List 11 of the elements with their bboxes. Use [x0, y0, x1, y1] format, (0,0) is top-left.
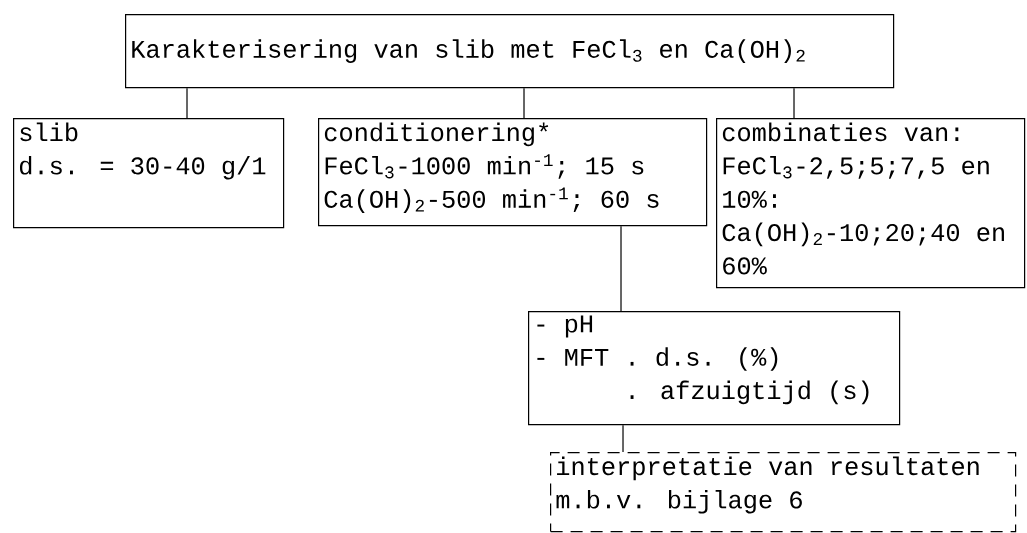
result-box: interpretatie van resultaten m.b.v. bijlage 6	[550, 452, 1017, 533]
connector-line	[793, 87, 795, 119]
connector-line	[186, 87, 188, 119]
connector-line	[523, 87, 525, 119]
connector-line	[622, 424, 624, 453]
process-box: combinaties van: FeCl$_{3}$-2,5;5;7,5 en 10%: Ca(OH)$_{2}$-10;20;40 en 60%	[716, 118, 1026, 289]
connector-line	[620, 225, 622, 312]
process-box: - pH - MFT . d.s. (%) . afzuigtijd (s)	[528, 311, 901, 426]
process-box: slib d.s. = 30-40 g/1	[13, 118, 285, 229]
title-box: Karakterisering van slib met FeCl$_{3}$ en Ca(OH)$_{2}$	[125, 14, 895, 89]
process-box: conditionering* FeCl$_{3}$-1000 min$^{-1}$; 15 s Ca(OH)$_{2}$-500 min$^{-1}$; 60 s	[318, 118, 708, 227]
